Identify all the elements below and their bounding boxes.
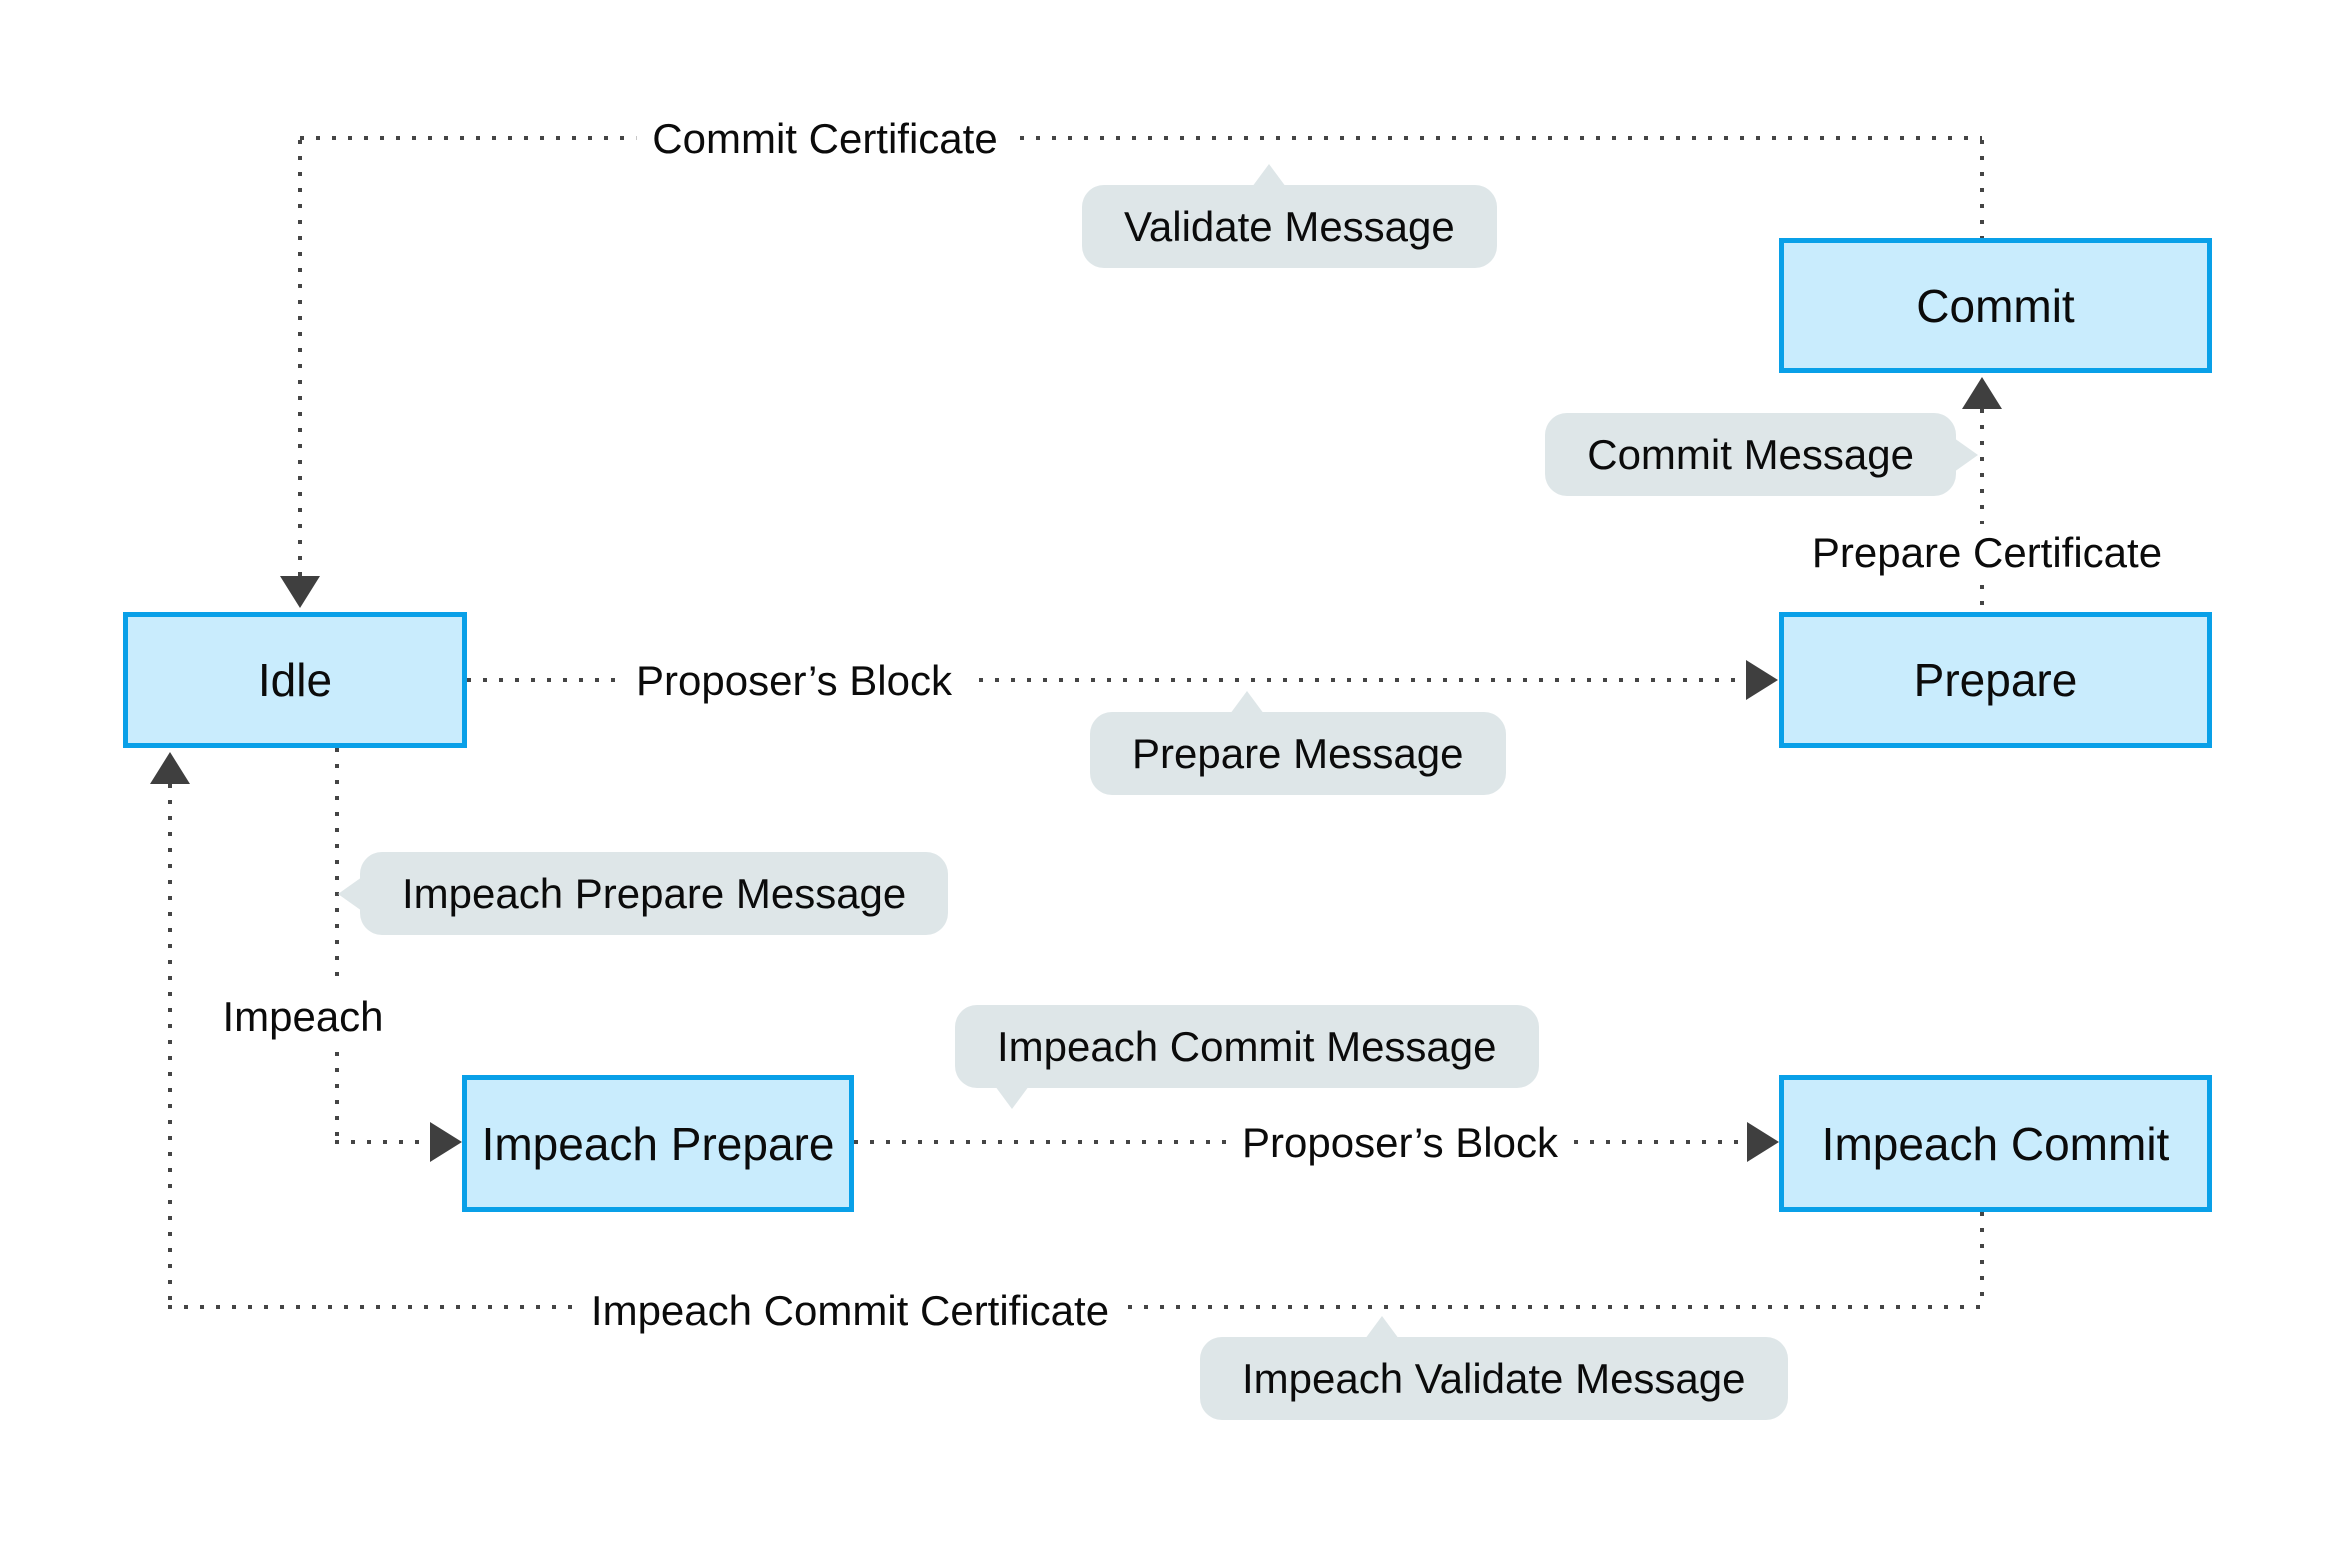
bubble-label: Validate Message [1124, 203, 1455, 250]
arrowhead-into-prepare-icon [1746, 660, 1778, 700]
state-impeach-prepare: Impeach Prepare [462, 1075, 854, 1212]
message-bubble-commit: Commit Message [1545, 413, 1978, 496]
arrowhead-into-impeach-commit-icon [1747, 1122, 1779, 1162]
edge-label-impeach: Impeach [206, 988, 400, 1046]
bubble-tail-up-icon [1365, 1316, 1399, 1339]
arrowhead-into-commit-icon [1962, 377, 2002, 409]
edge-impeach-hline [335, 1140, 430, 1144]
message-bubble-prepare: Prepare Message [1090, 691, 1506, 795]
edge-impeach-commit-certificate-vline-left [168, 784, 172, 1305]
bubble-label: Impeach Prepare Message [402, 870, 907, 917]
edge-commit-certificate-vline-left [298, 140, 302, 576]
edge-prepare-certificate-vline [1980, 409, 1984, 612]
bubble-tail-down-icon [995, 1086, 1029, 1109]
bubble-tail-up-icon [1252, 164, 1286, 187]
state-label: Impeach Prepare [481, 1117, 835, 1170]
message-bubble-impeach-commit: Impeach Commit Message [955, 1005, 1539, 1109]
edge-proposers-block-hline [467, 678, 1746, 682]
state-label: Impeach Commit [1821, 1117, 2170, 1170]
edge-label-commit-certificate: Commit Certificate [636, 110, 1014, 168]
edge-commit-certificate-hline [300, 136, 1982, 140]
message-bubble-impeach-validate: Impeach Validate Message [1200, 1316, 1788, 1420]
state-impeach-commit: Impeach Commit [1779, 1075, 2212, 1212]
bubble-tail-right-icon [1954, 437, 1978, 472]
edge-label-impeach-commit-certificate: Impeach Commit Certificate [574, 1282, 1126, 1340]
edge-impeach-vline [335, 748, 339, 1140]
bubble-label: Impeach Commit Message [997, 1023, 1497, 1070]
bubble-label: Commit Message [1587, 431, 1914, 478]
arrowhead-into-idle-bottom-icon [150, 752, 190, 784]
bubble-label: Prepare Message [1132, 730, 1464, 777]
state-label: Prepare [1913, 654, 2078, 706]
message-bubble-impeach-prepare: Impeach Prepare Message [338, 852, 949, 935]
edge-impeach-commit-certificate-vline-right [1980, 1212, 1984, 1305]
edge-label-prepare-certificate: Prepare Certificate [1795, 524, 2179, 582]
arrowhead-into-impeach-prepare-icon [430, 1122, 462, 1162]
state-label: Idle [257, 654, 333, 706]
edge-label-proposers-block: Proposer’s Block [620, 652, 968, 710]
bubble-label: Impeach Validate Message [1242, 1355, 1746, 1402]
bubble-tail-left-icon [338, 876, 362, 911]
state-idle: Idle [123, 612, 467, 748]
bubble-tail-up-icon [1230, 691, 1264, 714]
state-label: Commit [1916, 279, 2075, 332]
edge-commit-certificate-vline-right [1980, 140, 1984, 238]
edge-label-proposers-block-2: Proposer’s Block [1226, 1114, 1574, 1172]
message-bubble-validate: Validate Message [1082, 164, 1497, 268]
state-prepare: Prepare [1779, 612, 2212, 748]
arrowhead-into-idle-top-icon [280, 576, 320, 608]
state-commit: Commit [1779, 238, 2212, 373]
